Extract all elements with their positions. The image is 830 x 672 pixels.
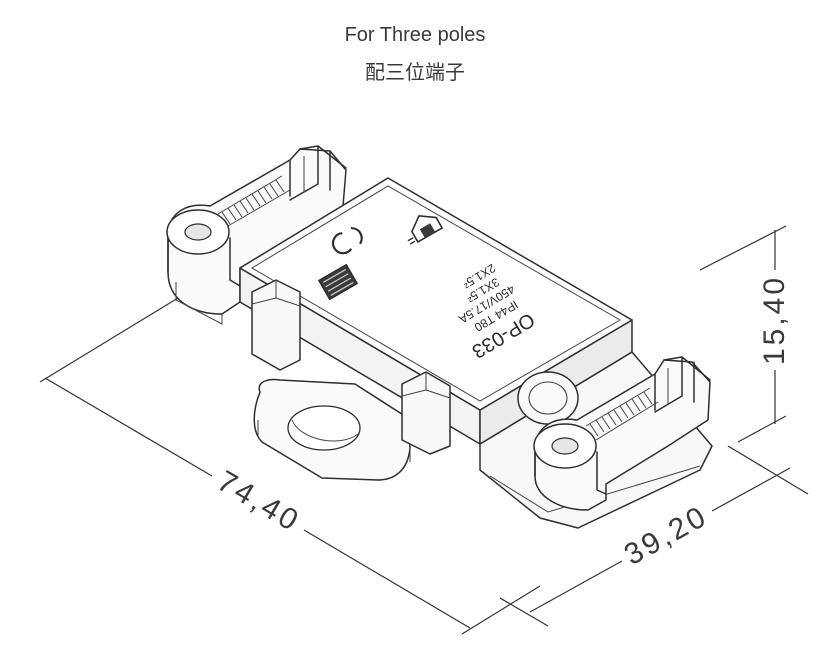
right-mounting-bracket (533, 356, 711, 511)
height-extension-line-bottom (737, 415, 787, 443)
right-screw-hole (551, 437, 579, 455)
length-extension-line-left (39, 297, 179, 383)
left-mounting-bracket (166, 145, 347, 325)
bottom-mounting-tab (253, 378, 411, 481)
tab-mounting-hole (287, 405, 361, 451)
length-dimension-line (44, 377, 471, 629)
width-dimension-label: 39,20 (619, 499, 714, 572)
width-dimension-line (529, 467, 791, 613)
height-extension-line-top (699, 225, 787, 271)
cable-entry-hub (517, 371, 579, 425)
length-extension-line-right (461, 585, 541, 635)
house-logo (407, 215, 444, 245)
ccc-mark-logo (331, 227, 363, 255)
right-bracket-posts (654, 356, 711, 413)
title-english: For Three poles (344, 24, 486, 46)
height-dimension-label: 15,40 (758, 275, 791, 365)
width-extension-line-right (727, 445, 809, 495)
cable-entry-hub-inner (528, 381, 568, 415)
left-comb-teeth (217, 175, 291, 227)
left-screw-hole (184, 223, 212, 241)
housing-top-chamfer (251, 185, 621, 402)
width-extension-line-left (499, 597, 549, 627)
right-comb-teeth (585, 387, 659, 441)
housing-top-face (239, 177, 633, 411)
length-dimension-label: 74,40 (212, 465, 306, 539)
title-chinese: 配三位端子 (365, 62, 465, 84)
certification-square-logo (317, 263, 359, 301)
height-dimension: 15,40 (699, 225, 791, 443)
left-bracket-posts (289, 145, 347, 201)
